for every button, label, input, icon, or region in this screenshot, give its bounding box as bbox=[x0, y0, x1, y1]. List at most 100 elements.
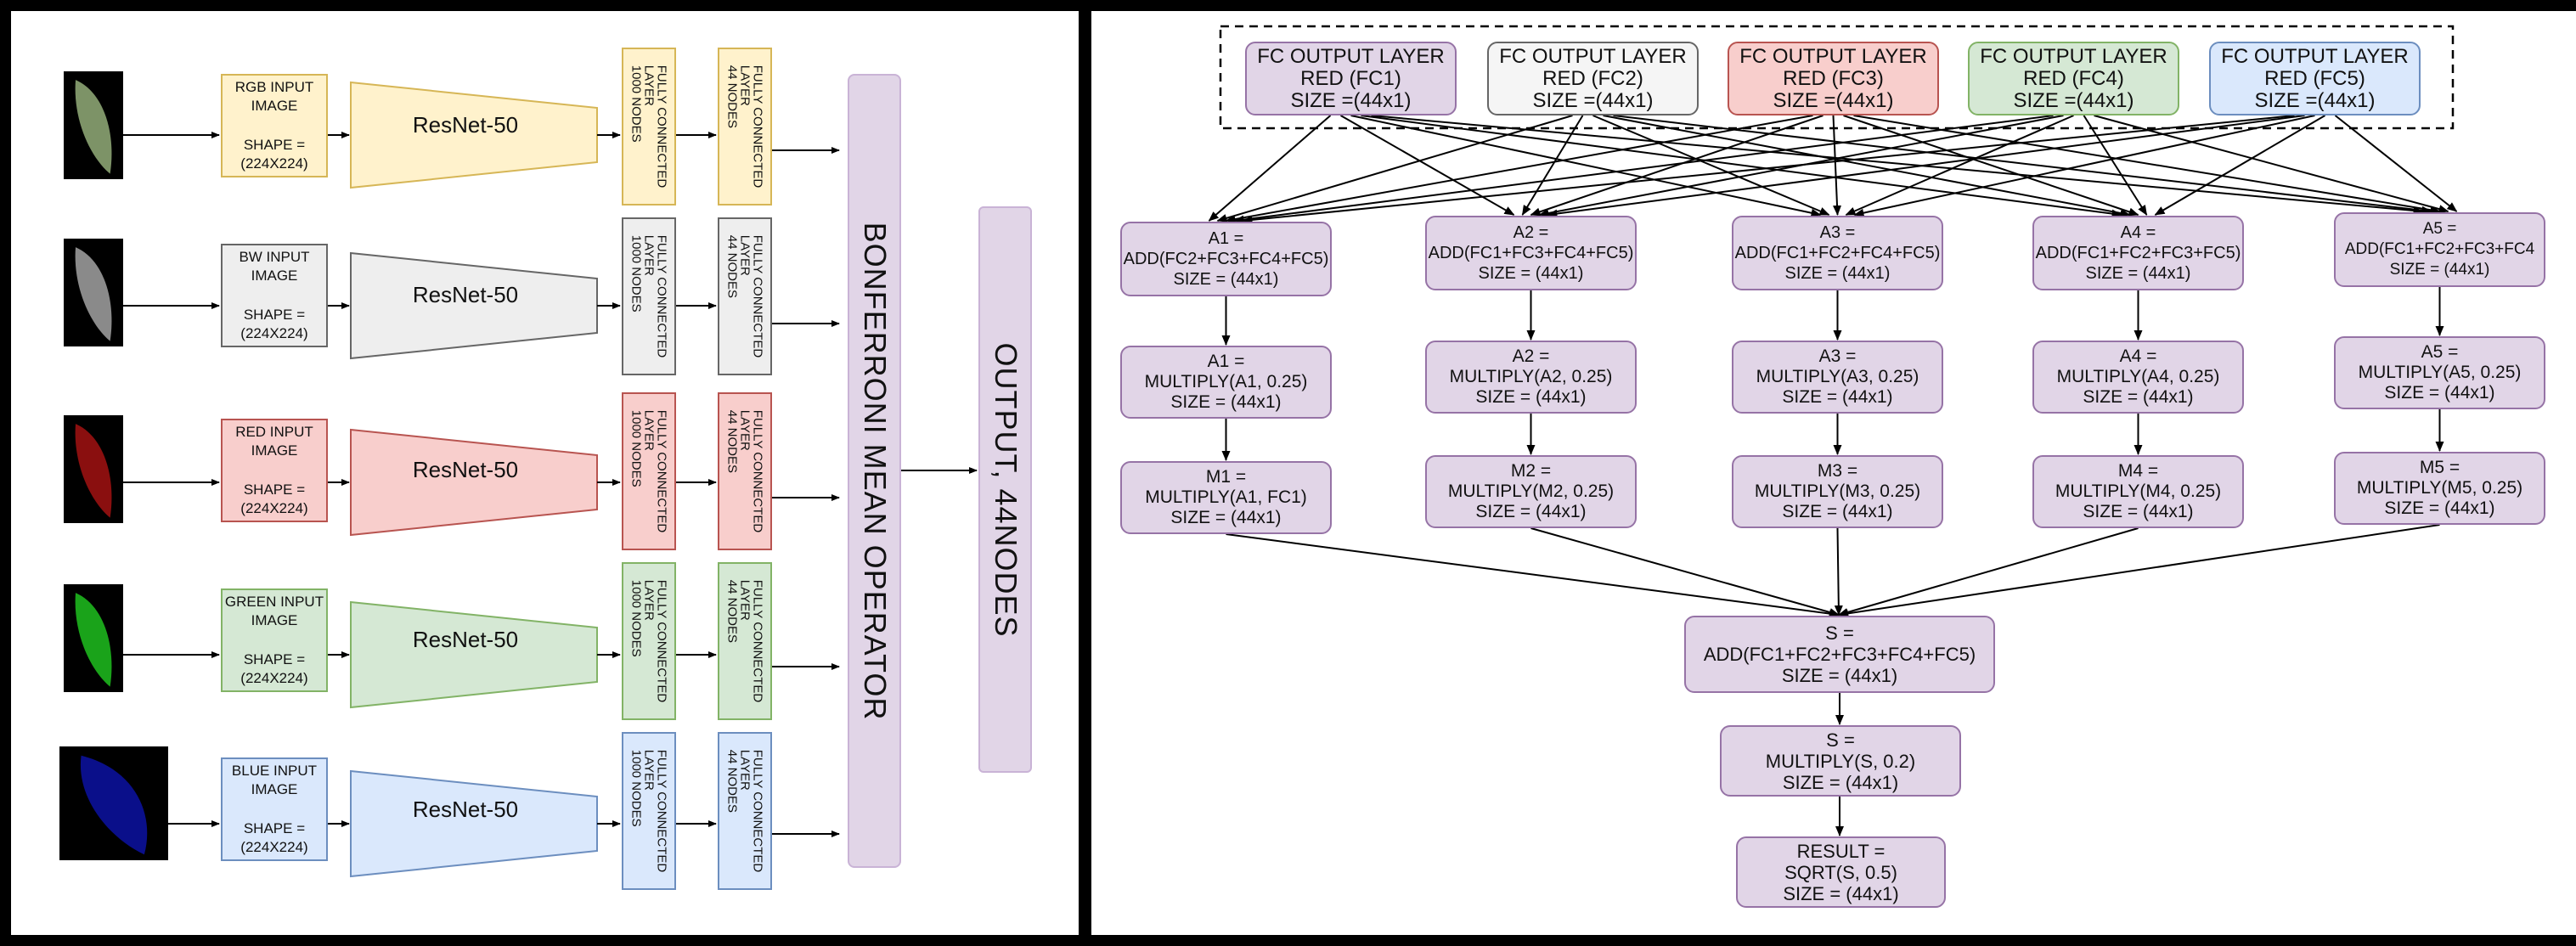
result-box-line: SQRT(S, 0.5) bbox=[1784, 861, 1897, 883]
scale-box: S =MULTIPLY(S, 0.2)SIZE = (44x1) bbox=[1720, 725, 1961, 797]
left-panel: RGB INPUT IMAGE SHAPE = (224X224) FULLY … bbox=[11, 11, 1079, 935]
fc-output-box-4-line: FC OUTPUT LAYER bbox=[1980, 44, 2167, 68]
sum-box-line: ADD(FC1+FC2+FC3+FC4+FC5) bbox=[1703, 644, 1976, 665]
input-label-3: SHAPE = bbox=[243, 307, 306, 323]
connector-arrow bbox=[2334, 115, 2458, 212]
connector-arrow bbox=[1832, 115, 1842, 216]
connector-arrow bbox=[1521, 115, 1584, 216]
fc-line-1: FULLY CONNECTED bbox=[750, 409, 765, 533]
multiply-box-m4-line: MULTIPLY(M4, 0.25) bbox=[2055, 481, 2222, 501]
resnet-label-bw: ResNet-50 bbox=[412, 282, 519, 307]
multiply-box-m5-line: SIZE = (44x1) bbox=[2384, 498, 2495, 518]
leaf-shape bbox=[80, 755, 148, 855]
add-box-a4: A4 =ADD(FC1+FC2+FC3+FC5)SIZE = (44x1) bbox=[2032, 216, 2244, 290]
multiply-box-a3-line: SIZE = (44x1) bbox=[1782, 387, 1893, 407]
connector-arrow bbox=[1226, 533, 1840, 618]
fc-line-1: FULLY CONNECTED bbox=[654, 409, 669, 533]
multiply-box-m4-line: M4 = bbox=[2117, 461, 2159, 481]
multiply-box-a3-line: A3 = bbox=[1818, 346, 1857, 366]
resnet-block-rgb bbox=[350, 81, 598, 189]
scale-box-line: SIZE = (44x1) bbox=[1782, 771, 1899, 793]
multiply-box-m4: M4 =MULTIPLY(M4, 0.25)SIZE = (44x1) bbox=[2032, 455, 2244, 528]
input-label-3: SHAPE = bbox=[243, 137, 306, 153]
fc-line-2: LAYER bbox=[641, 65, 657, 106]
multiply-box-m2-line: MULTIPLY(M2, 0.25) bbox=[1447, 481, 1615, 501]
left-connectors bbox=[123, 81, 978, 878]
connector-arrow bbox=[2083, 115, 2148, 216]
fc-line-3: 44 NODES bbox=[724, 234, 740, 298]
input-label-1: GREEN INPUT bbox=[224, 594, 324, 610]
fc-line-1: FULLY CONNECTED bbox=[654, 234, 669, 358]
connector-arrow bbox=[1233, 115, 2054, 224]
fc-line-2: LAYER bbox=[737, 234, 753, 276]
fc-line-1: FULLY CONNECTED bbox=[750, 65, 765, 189]
result-box-line: RESULT = bbox=[1796, 840, 1885, 862]
multiply-box-m1-line: M1 = bbox=[1205, 467, 1247, 487]
fc-output-box-5-line: FC OUTPUT LAYER bbox=[2221, 44, 2409, 68]
multiply-box-m5: M5 =MULTIPLY(M5, 0.25)SIZE = (44x1) bbox=[2334, 452, 2545, 525]
multiply-box-a4-line: A4 = bbox=[2119, 346, 2157, 366]
multiply-box-a1-line: A1 = bbox=[1207, 352, 1245, 371]
rgb-input-box: RGB INPUT IMAGE SHAPE = (224X224) bbox=[221, 74, 328, 177]
multiply-box-a4-line: MULTIPLY(A4, 0.25) bbox=[2056, 367, 2220, 386]
resnet-block-green bbox=[350, 600, 598, 709]
fc-output-box-3-line: SIZE =(44x1) bbox=[1773, 88, 1894, 112]
resnet-block-blue bbox=[350, 769, 598, 878]
connector-arrow bbox=[2094, 115, 2449, 213]
multiply-box-a5-line: SIZE = (44x1) bbox=[2384, 383, 2495, 403]
fc-output-box-3-line: RED (FC3) bbox=[1783, 66, 1884, 90]
fc-line-3: 44 NODES bbox=[724, 579, 740, 643]
leaf-icon bbox=[75, 424, 112, 518]
fc-line-3: 1000 NODES bbox=[628, 65, 644, 143]
multiply-box-m1-line: MULTIPLY(A1, FC1) bbox=[1145, 487, 1307, 507]
multiply-box-a4: A4 =MULTIPLY(A4, 0.25)SIZE = (44x1) bbox=[2032, 341, 2244, 414]
leaf-icon bbox=[75, 80, 112, 174]
connector-arrow bbox=[1592, 115, 1830, 216]
connector-arrow bbox=[1340, 115, 1515, 216]
input-label-1: RGB INPUT bbox=[234, 79, 314, 95]
multiply-box-a2-line: A2 = bbox=[1512, 346, 1550, 366]
fc-output-box-1-line: RED (FC1) bbox=[1300, 66, 1401, 90]
sum-box: S =ADD(FC1+FC2+FC3+FC4+FC5)SIZE = (44x1) bbox=[1684, 616, 1995, 693]
fc-line-3: 1000 NODES bbox=[628, 749, 644, 827]
multiply-box-m3-line: MULTIPLY(M3, 0.25) bbox=[1754, 481, 1921, 501]
fc-line-3: 1000 NODES bbox=[628, 234, 644, 313]
input-label-2: IMAGE bbox=[251, 612, 298, 628]
input-label-4: (224X224) bbox=[240, 839, 308, 855]
output-block: OUTPUT, 44NODES bbox=[978, 206, 1032, 773]
fc-output-box-5-line: SIZE =(44x1) bbox=[2254, 88, 2376, 112]
leaf-shape bbox=[75, 593, 112, 687]
multiply-box-a3: A3 =MULTIPLY(A3, 0.25)SIZE = (44x1) bbox=[1732, 341, 1943, 414]
right-connectors bbox=[1208, 25, 2458, 836]
bw-input-box: BW INPUT IMAGE SHAPE = (224X224) bbox=[221, 244, 328, 347]
add-box-a3: A3 =ADD(FC1+FC2+FC4+FC5)SIZE = (44x1) bbox=[1732, 216, 1943, 290]
add-box-a2-line: ADD(FC1+FC3+FC4+FC5) bbox=[1428, 244, 1634, 262]
fc-line-3: 1000 NODES bbox=[628, 409, 644, 487]
fc-output-box-1-line: FC OUTPUT LAYER bbox=[1257, 44, 1445, 68]
input-label-2: IMAGE bbox=[251, 98, 298, 114]
fc-output-box-2-line: SIZE =(44x1) bbox=[1532, 88, 1654, 112]
connector-arrow bbox=[1242, 115, 2295, 224]
connector-arrow bbox=[1530, 115, 1823, 217]
connector-arrow bbox=[1613, 115, 2432, 215]
connector-arrow bbox=[1225, 115, 1813, 223]
input-label-1: BLUE INPUT bbox=[231, 763, 318, 779]
multiply-box-a1-line: MULTIPLY(A1, 0.25) bbox=[1144, 372, 1308, 391]
input-label-3: SHAPE = bbox=[243, 481, 306, 498]
fc-line-1: FULLY CONNECTED bbox=[654, 749, 669, 873]
fc-line-2: LAYER bbox=[641, 234, 657, 276]
